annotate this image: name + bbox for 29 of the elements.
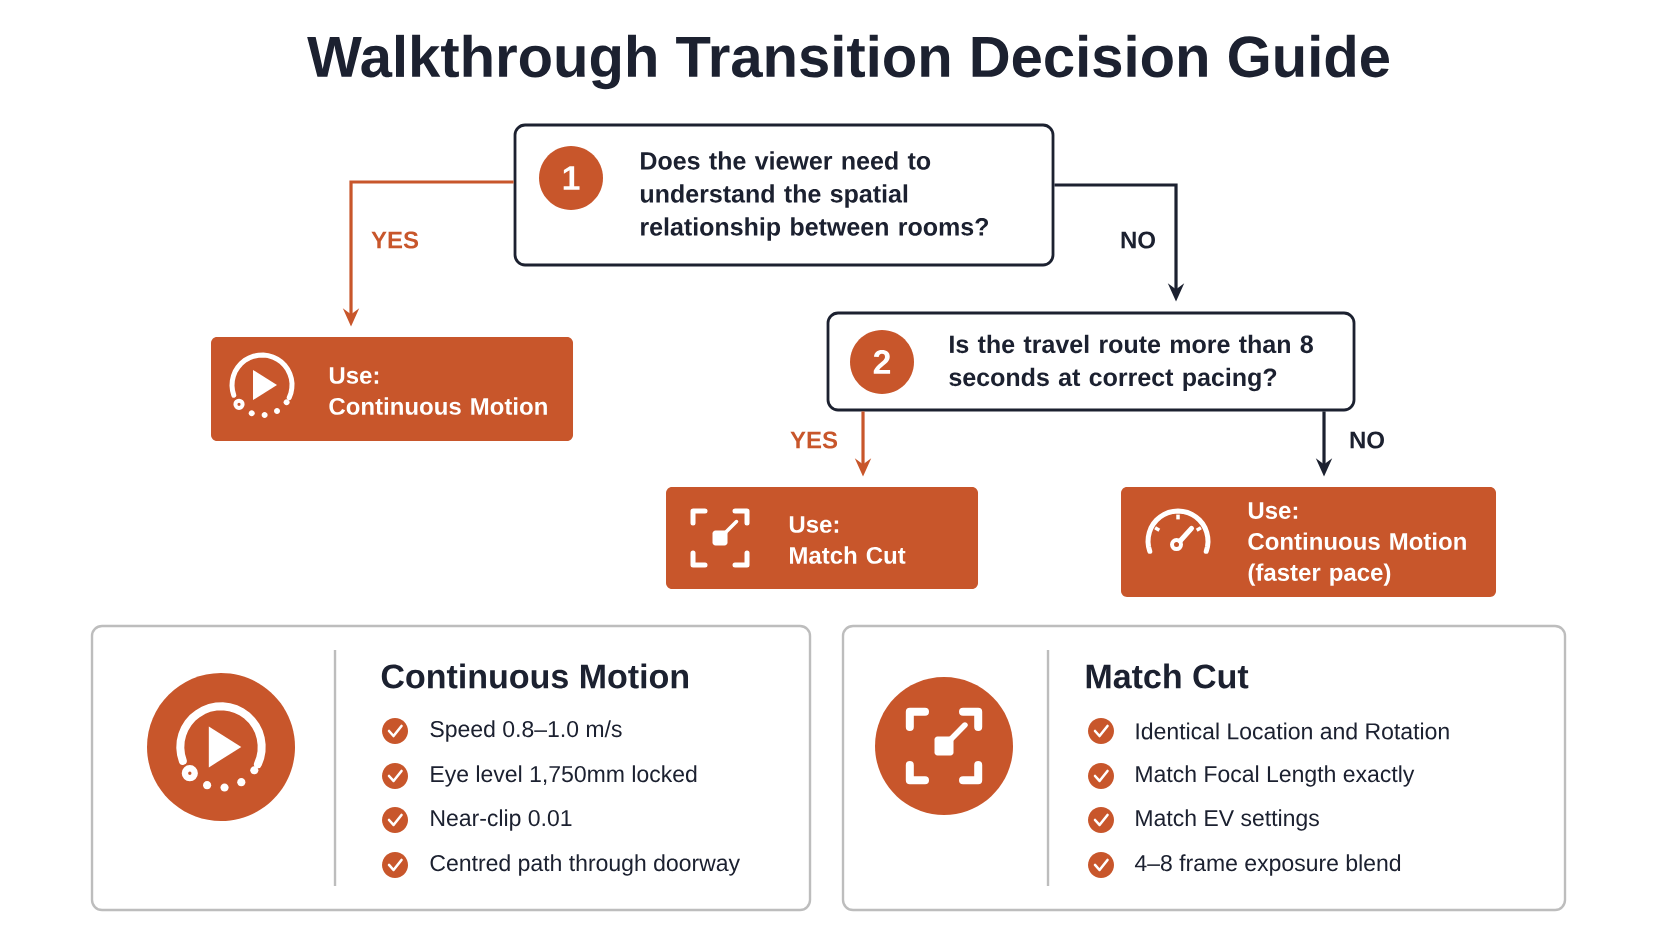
number-badge: 1	[539, 146, 603, 210]
list-item: Speed 0.8–1.0 m/s	[430, 720, 622, 742]
list-item: Match Focal Length exactly	[1136, 765, 1415, 787]
list-item: 4–8 frame exposure blend	[1134, 854, 1401, 876]
list-item: Centred path through doorway	[430, 854, 740, 876]
info-panel	[841, 624, 1567, 912]
info-panel	[90, 624, 812, 912]
question-box	[826, 311, 1356, 412]
title: Walkthrough Transition Decision Guide	[307, 34, 1389, 90]
edge-label: NO	[1346, 428, 1388, 452]
list-item: Match EV settings	[1136, 809, 1319, 831]
question-text: Does the viewer need to understand the spatial relationship between rooms?	[640, 151, 988, 241]
list-item: Near-clip 0.01	[431, 809, 572, 831]
list-item: Identical Location and Rotation	[1136, 722, 1449, 740]
edge-label: YES	[787, 428, 842, 452]
question-box	[513, 123, 1055, 267]
question-text: Is the travel route more than 8 seconds at correct pacing?	[949, 334, 1313, 392]
panel-heading: Continuous Motion	[381, 663, 688, 689]
result-text: Use: Match Cut	[789, 516, 906, 564]
number-badge: 2	[850, 330, 914, 394]
result-box	[1121, 487, 1496, 597]
result-box	[666, 487, 978, 589]
result-box	[211, 337, 573, 441]
edge-label: YES	[368, 228, 422, 252]
edge-label: NO	[1117, 228, 1159, 252]
result-text: Use: Continuous Motion	[329, 367, 547, 415]
list-item: Eye level 1,750mm locked	[431, 765, 697, 787]
result-text: Use: Continuous Motion (faster pace)	[1248, 502, 1466, 586]
panel-heading: Match Cut	[1086, 663, 1249, 689]
